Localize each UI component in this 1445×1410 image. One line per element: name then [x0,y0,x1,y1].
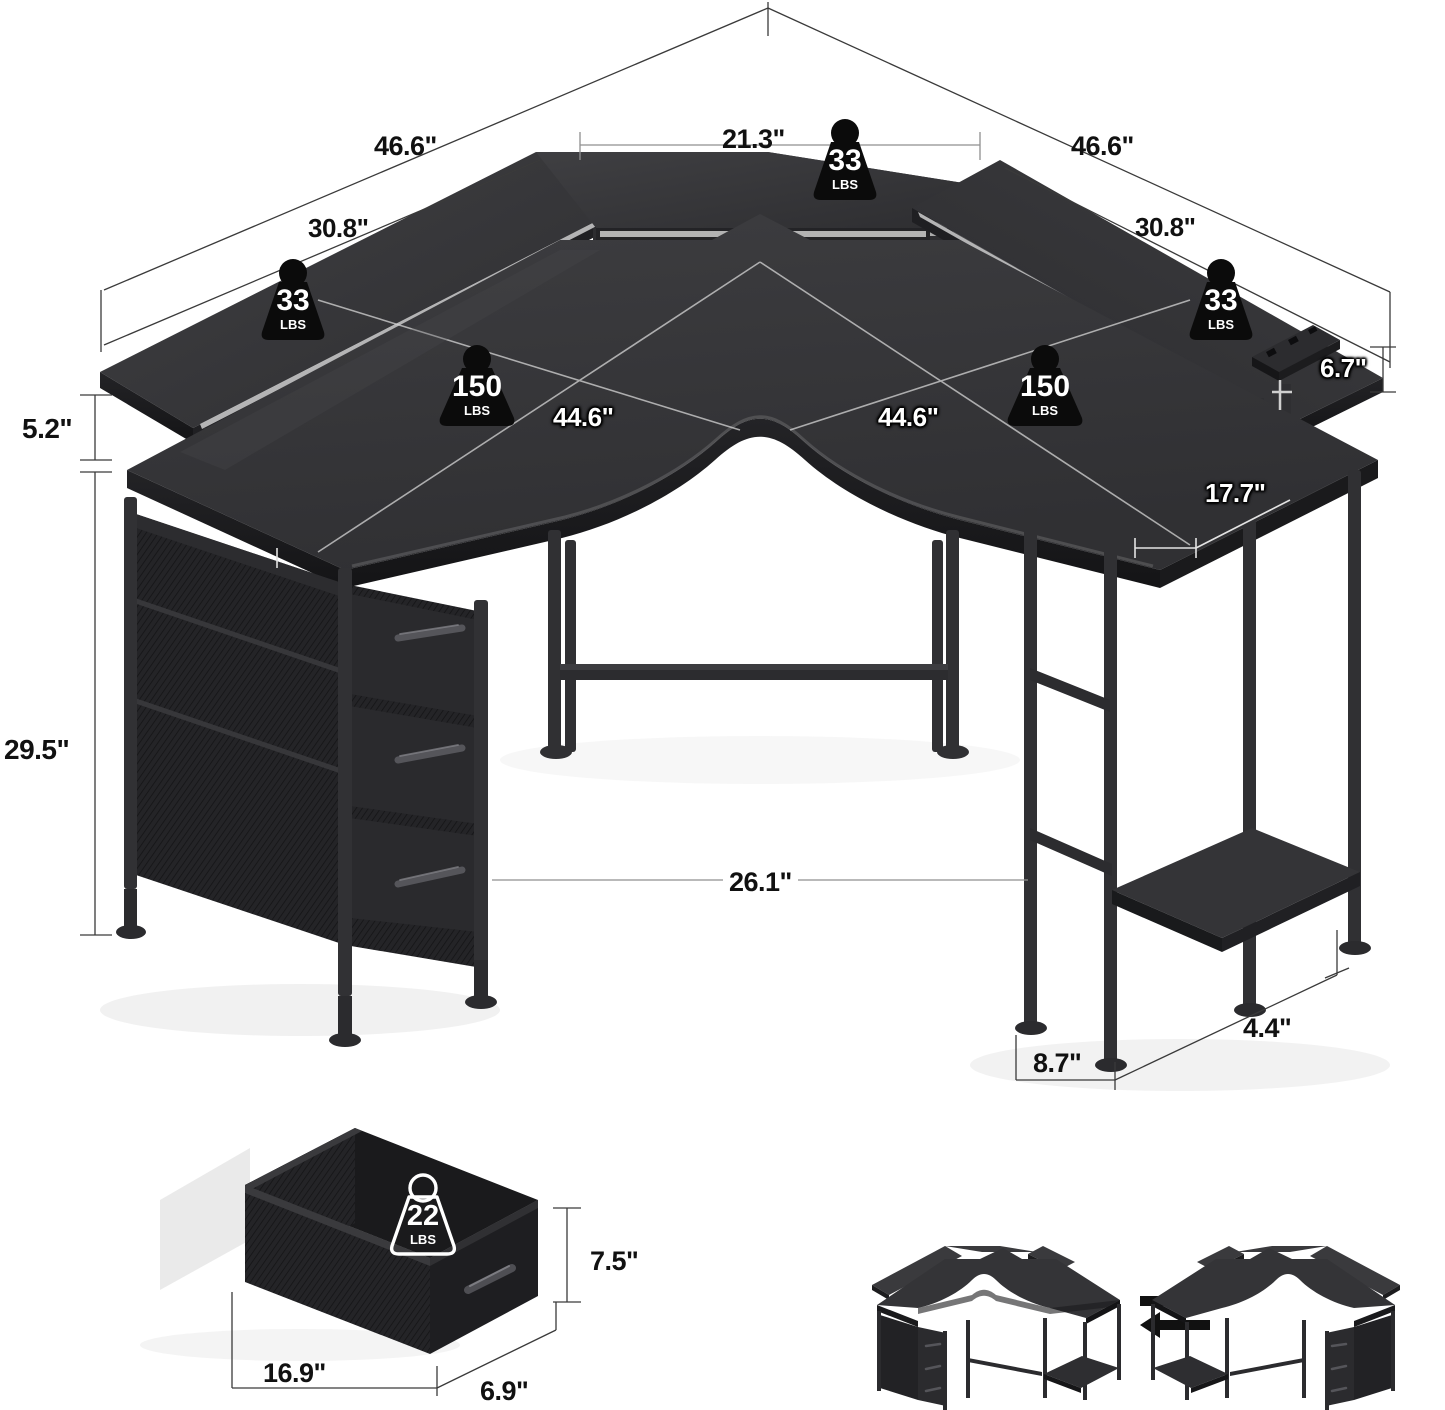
dimension-label-desktop-depth: 17.7" [1205,478,1266,508]
weight-value: 33 [276,284,310,317]
weight-unit: LBS [464,403,490,418]
drawer-box [245,1128,538,1354]
drawer-fronts [350,594,478,932]
weight-badge-riser-left: 33 LBS [254,258,332,340]
drawer-handles [394,624,466,888]
weight-badge-desktop-left: 150 LBS [432,344,522,426]
right-shelf-unit [1015,470,1371,1072]
dimension-label-desk-height: 29.5" [4,734,70,765]
config-thumb-drawers-right [1151,1246,1400,1410]
weight-icon [1189,259,1253,340]
cabinet-feet [116,889,497,1047]
weight-icon-outline [389,1173,457,1256]
dimension-label-right-riser-width: 30.8" [1135,212,1196,242]
dimension-label-top-left-width: 46.6" [374,131,437,161]
weight-value: 22 [406,1200,440,1232]
weight-value: 33 [828,144,862,177]
drawer-detail-handle [464,1264,516,1294]
dimension-label-top-right-width: 46.6" [1071,131,1134,161]
weight-badge-desktop-right: 150 LBS [1000,344,1090,426]
weight-unit: LBS [409,1232,436,1247]
center-legs [540,530,969,759]
weight-unit: LBS [1208,317,1234,332]
drawer-cabinet [116,497,497,1047]
weight-value: 33 [1204,284,1238,317]
weight-icon [813,119,877,200]
weight-badge-riser-center: 33 LBS [806,118,884,200]
config-thumb-drawers-left [872,1246,1121,1410]
weight-badge-drawer: 22 LBS [383,1172,463,1256]
power-outlet-strip [1252,325,1340,410]
dimension-label-surface-left-length: 44.6" [553,402,614,432]
dimension-label-drawer-height: 7.5" [590,1246,639,1276]
dimension-label-surface-right-length: 44.6" [878,402,939,432]
weight-value: 150 [451,370,503,403]
weight-icon [1007,345,1083,426]
dimension-label-shelf-height: 4.4" [1243,1013,1292,1043]
dimension-label-left-riser-width: 30.8" [308,213,369,243]
dimension-label-top-center-width: 21.3" [722,124,785,154]
dimension-label-drawer-depth: 6.9" [480,1376,529,1406]
dimension-label-leg-clearance: 26.1" [723,869,798,896]
dimension-label-outlet-depth: 6.7" [1320,353,1367,383]
dimension-label-shelf-depth: 8.7" [1033,1048,1082,1078]
weight-icon [261,259,325,340]
weight-unit: LBS [1032,403,1058,418]
weight-unit: LBS [280,317,306,332]
dimension-label-riser-height: 5.2" [22,413,73,444]
desktop-surface [127,214,1378,588]
weight-unit: LBS [832,177,858,192]
weight-value: 150 [1019,370,1071,403]
weight-badge-riser-right: 33 LBS [1182,258,1260,340]
dimension-label-drawer-width: 16.9" [263,1358,326,1388]
weight-icon [439,345,515,426]
